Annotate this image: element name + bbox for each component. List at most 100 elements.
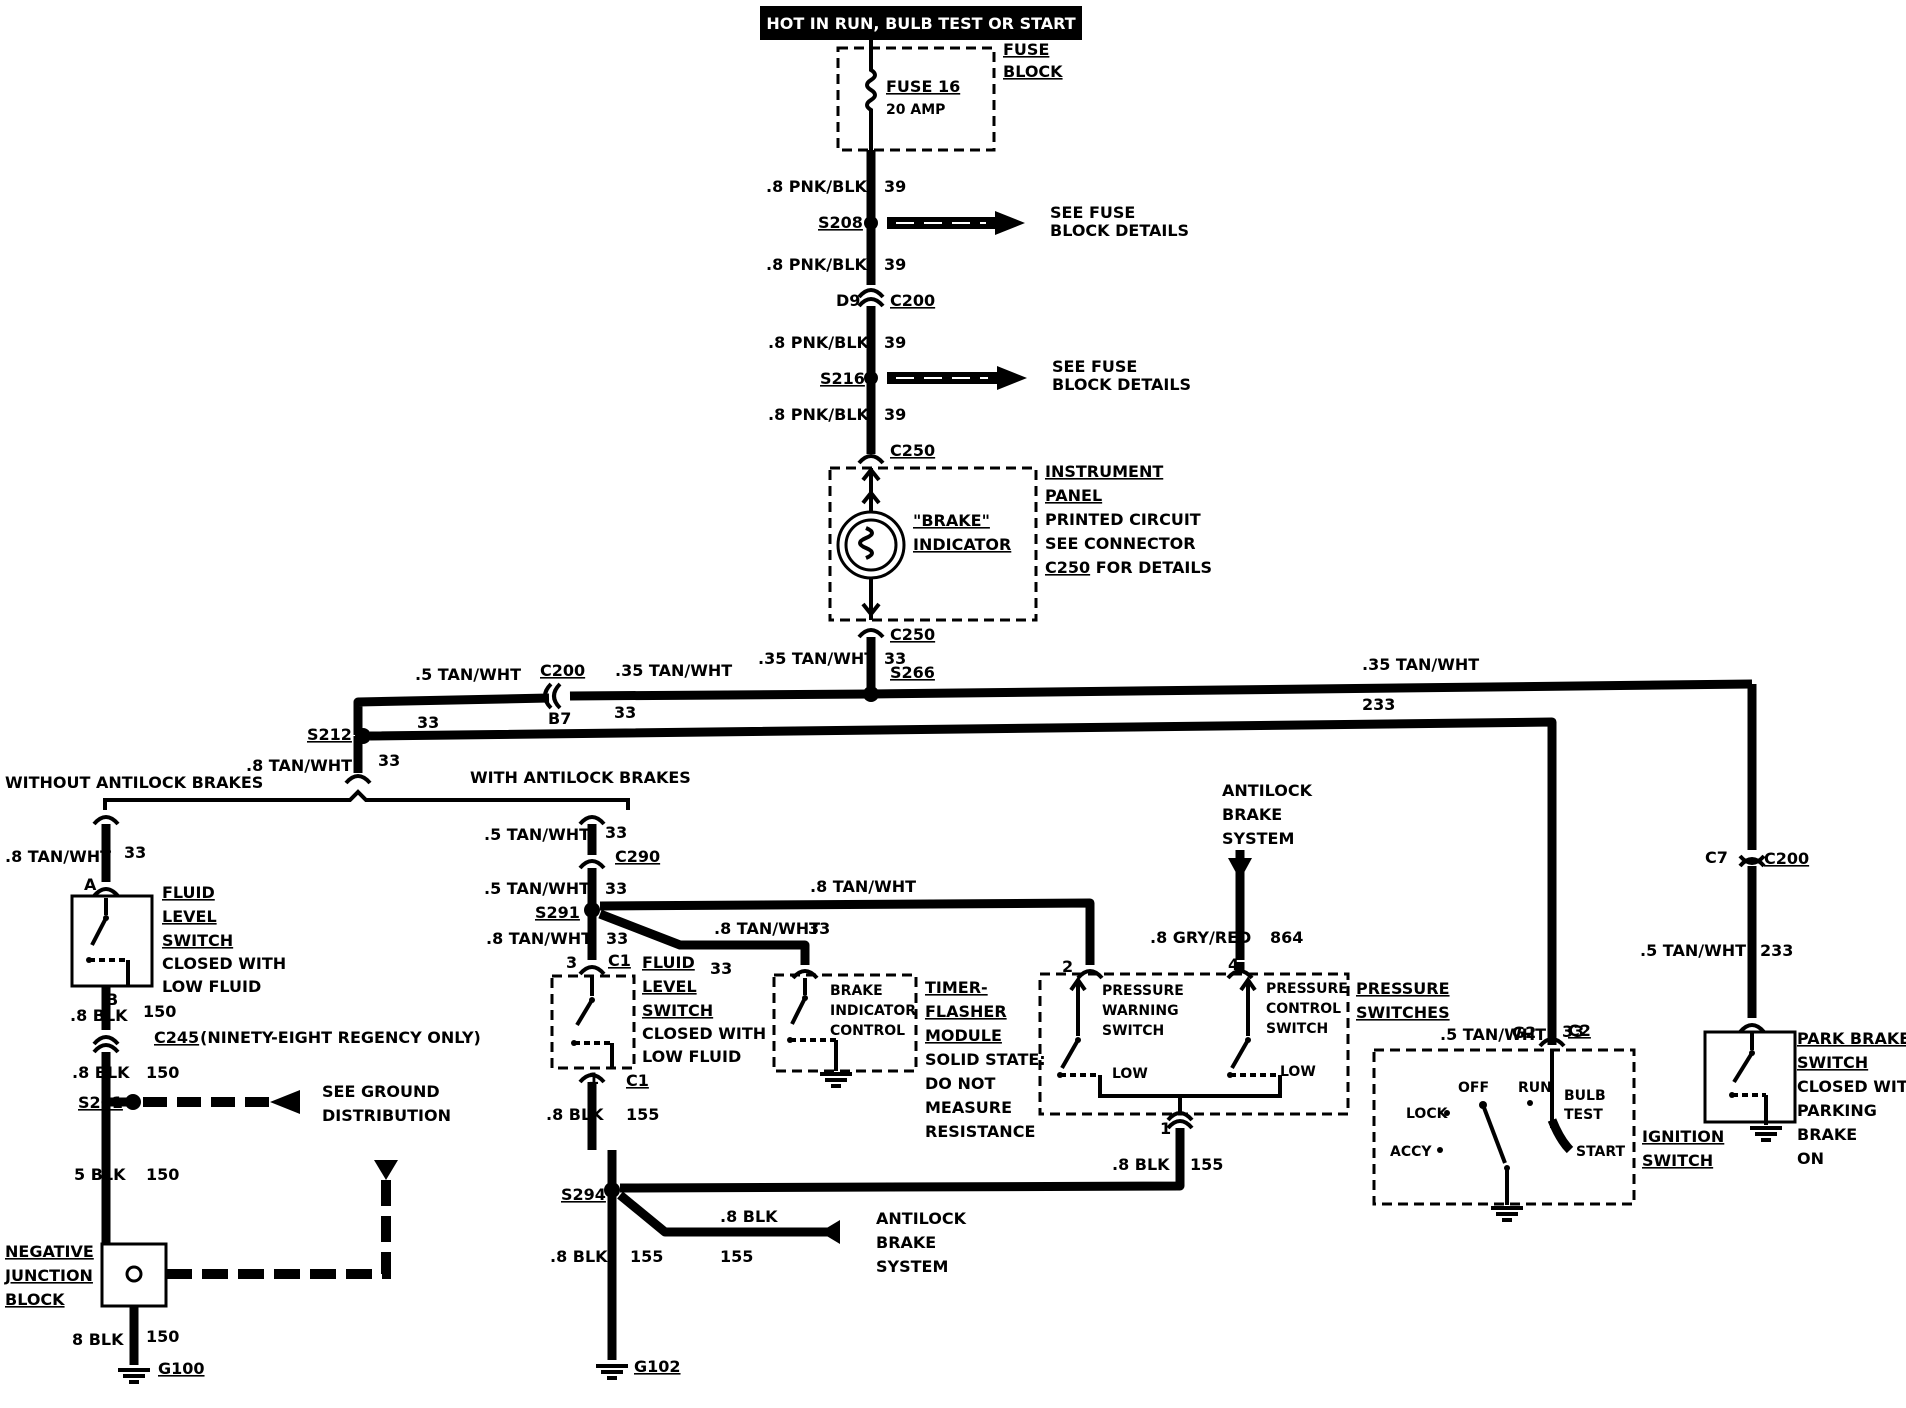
neg-junction-title-1: NEGATIVE xyxy=(5,1242,94,1261)
instrument-panel-line-4: SEE CONNECTOR xyxy=(1045,534,1196,553)
wire-label-pnk-blk-4: .8 PNK/BLK xyxy=(768,405,870,424)
fluid-switch-abs-line-4: CLOSED WITH xyxy=(642,1024,766,1043)
wire-circuit-33-f: 33 xyxy=(605,823,627,842)
fuse-block: FUSE 16 20 AMP FUSE BLOCK xyxy=(836,40,1063,152)
tan-wht-bus xyxy=(344,679,1757,1045)
fluid-switch-abs-title-2: LEVEL xyxy=(642,977,697,996)
connector-pin-3: 3 xyxy=(566,953,577,972)
wire-circuit-233-b: 233 xyxy=(1760,941,1793,960)
wire-label-tan-wht-05-e: .5 TAN/WHT xyxy=(1640,941,1746,960)
park-brake-line-6: ON xyxy=(1797,1149,1824,1168)
timer-note-1: SOLID STATE: xyxy=(925,1050,1046,1069)
fluid-switch-abs-line-5: LOW FLUID xyxy=(642,1047,741,1066)
wire-circuit-39-2: 39 xyxy=(884,255,906,274)
wire-label-tan-wht-035-a: .35 TAN/WHT xyxy=(758,649,875,668)
wire-label-blk-08-d: .8 BLK xyxy=(720,1207,778,1226)
connector-c200-mid: C200 xyxy=(540,661,585,680)
connector-c1-top: C1 xyxy=(608,951,631,970)
brake-indicator-label-1: "BRAKE" xyxy=(913,511,990,530)
wire-label-gry-red: .8 GRY/RED xyxy=(1150,928,1251,947)
splice-s291-dot xyxy=(584,902,600,918)
wire-label-blk-08-b: .8 BLK xyxy=(72,1063,130,1082)
fuse-details-1-line1: SEE FUSE xyxy=(1050,203,1135,222)
instrument-panel xyxy=(828,466,1038,622)
wire-label-blk-08-f: .8 BLK xyxy=(1112,1155,1170,1174)
ground-g100: G100 xyxy=(158,1359,205,1378)
brake-indicator-bulb-icon xyxy=(836,510,906,580)
instrument-panel-line-3: PRINTED CIRCUIT xyxy=(1045,510,1201,529)
fluid-level-switch-left xyxy=(70,894,154,988)
branch-without-abs: WITHOUT ANTILOCK BRAKES xyxy=(5,773,263,792)
fuse-symbol xyxy=(865,40,877,150)
fluid-switch-left-title-1: FLUID xyxy=(162,883,215,902)
pressure-warning-1: PRESSURE xyxy=(1102,983,1184,999)
splice-s208-dot xyxy=(864,216,878,230)
connector-c290: C290 xyxy=(615,847,660,866)
ground-g102: G102 xyxy=(634,1357,681,1376)
timer-title-3: MODULE xyxy=(925,1026,1002,1045)
fuse-block-title-1: FUSE xyxy=(1003,40,1049,59)
pressure-switches xyxy=(1038,850,1350,1130)
ignition-lock: LOCK xyxy=(1406,1106,1449,1122)
wire-circuit-150-d: 150 xyxy=(146,1327,179,1346)
ignition-bulb: BULB xyxy=(1564,1088,1606,1104)
wire-circuit-33-c: 33 xyxy=(614,703,636,722)
wire-label-tan-wht-08-e: .8 TAN/WHT xyxy=(714,919,820,938)
abs-system-bottom-2: BRAKE xyxy=(876,1233,936,1252)
fluid-switch-abs-title-3: SWITCH xyxy=(642,1001,713,1020)
c245-note: (NINETY-EIGHT REGENCY ONLY) xyxy=(200,1028,481,1047)
fuse-details-1-line2: BLOCK DETAILS xyxy=(1050,221,1189,240)
pressure-warning-3: SWITCH xyxy=(1102,1023,1164,1039)
connector-pin-1-b: 1 xyxy=(1160,1119,1171,1138)
timer-title-2: FLASHER xyxy=(925,1002,1007,1021)
connector-c1-bottom: C1 xyxy=(626,1071,649,1090)
pressure-title-1: PRESSURE xyxy=(1356,979,1450,998)
splice-s216-dot xyxy=(864,371,878,385)
splice-s291: S291 xyxy=(535,903,580,922)
pressure-low-2: LOW xyxy=(1280,1064,1316,1080)
fuse-rating: 20 AMP xyxy=(886,102,945,118)
abs-system-bottom-1: ANTILOCK xyxy=(876,1209,967,1228)
ignition-title-2: SWITCH xyxy=(1642,1151,1713,1170)
wire-circuit-33-e: 33 xyxy=(124,843,146,862)
svg-text:C250 FOR DETAILS: C250 FOR DETAILS xyxy=(1045,558,1212,577)
pressure-control-2: CONTROL xyxy=(1266,1001,1341,1017)
pressure-control-3: SWITCH xyxy=(1266,1021,1328,1037)
wire-circuit-864: 864 xyxy=(1270,928,1303,947)
park-brake-line-3: CLOSED WITH xyxy=(1797,1077,1906,1096)
park-brake-line-5: BRAKE xyxy=(1797,1125,1857,1144)
fuse-details-2-line2: BLOCK DETAILS xyxy=(1052,375,1191,394)
fuse-name: FUSE 16 xyxy=(886,77,960,96)
wire-circuit-33-h: 33 xyxy=(606,929,628,948)
splice-s266: S266 xyxy=(890,663,935,682)
branch-with-abs: WITH ANTILOCK BRAKES xyxy=(470,768,691,787)
park-brake-title-2: SWITCH xyxy=(1797,1053,1868,1072)
ground-dist-line2: DISTRIBUTION xyxy=(322,1106,451,1125)
wire-label-tan-wht-08-c: .8 TAN/WHT xyxy=(486,929,592,948)
instrument-panel-c250-ref: C250 xyxy=(1045,558,1090,577)
connector-c250-top xyxy=(857,454,885,465)
timer-note-3: MEASURE xyxy=(925,1098,1012,1117)
timer-note-2: DO NOT xyxy=(925,1074,995,1093)
connector-pin-g2: G2 xyxy=(1512,1023,1536,1042)
main-feed-wire xyxy=(857,150,885,465)
wire-circuit-39-4: 39 xyxy=(884,405,906,424)
ground-dist-line1: SEE GROUND xyxy=(322,1082,440,1101)
wire-label-blk-08-e: .8 BLK xyxy=(550,1247,608,1266)
wire-label-tan-wht-035-b: .35 TAN/WHT xyxy=(615,661,732,680)
abs-system-top-2: BRAKE xyxy=(1222,805,1282,824)
abs-system-top-3: SYSTEM xyxy=(1222,829,1294,848)
connector-c200-d9 xyxy=(857,288,885,299)
wire-circuit-33-a: 33 xyxy=(884,649,906,668)
splice-s208: S208 xyxy=(818,213,863,232)
ground-distribution-link xyxy=(143,1090,398,1279)
wire-label-pnk-blk-2: .8 PNK/BLK xyxy=(766,255,868,274)
wire-circuit-155-b: 155 xyxy=(720,1247,753,1266)
abs-system-bottom-3: SYSTEM xyxy=(876,1257,948,1276)
ignition-test: TEST xyxy=(1564,1107,1603,1123)
connector-pin-4: 4 xyxy=(1228,955,1239,974)
wire-circuit-33-g: 33 xyxy=(605,879,627,898)
middle-branch-wire xyxy=(550,815,1185,1380)
fuse-block-title-2: BLOCK xyxy=(1003,62,1063,81)
